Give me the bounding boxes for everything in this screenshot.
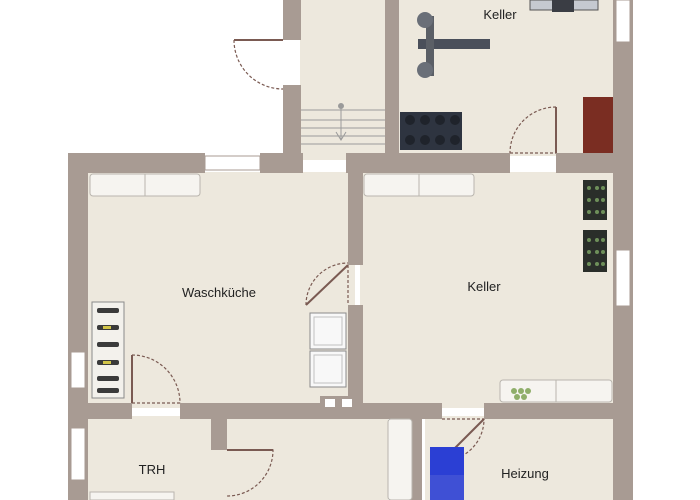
wall xyxy=(346,153,510,173)
shelf xyxy=(583,97,613,153)
room-label-keller-top: Keller xyxy=(483,7,517,22)
window xyxy=(70,351,86,389)
door xyxy=(131,354,181,404)
room-labels: Keller Waschküche Keller TRH Heizung xyxy=(139,7,549,481)
sink-icon xyxy=(320,396,356,410)
cabinets xyxy=(89,173,613,500)
window xyxy=(615,249,631,307)
room-label-trh: TRH xyxy=(139,462,166,477)
heater-icon xyxy=(430,447,464,500)
wall xyxy=(260,153,303,173)
windows xyxy=(70,0,631,481)
wall xyxy=(385,0,399,160)
window xyxy=(70,427,86,481)
wall xyxy=(68,403,132,419)
potted-plants-icon xyxy=(511,388,531,400)
window xyxy=(204,155,261,171)
wall xyxy=(283,0,301,40)
wine-rack-icon xyxy=(583,180,607,272)
window xyxy=(615,0,631,43)
room-label-heizung: Heizung xyxy=(501,466,549,481)
room-label-waschkueche: Waschküche xyxy=(182,285,256,300)
wall xyxy=(211,403,227,450)
washing-machine-icon xyxy=(309,312,347,388)
dumbbell-rack-icon xyxy=(400,112,462,150)
staircase xyxy=(301,103,385,145)
room-label-keller-main: Keller xyxy=(467,279,501,294)
wall xyxy=(68,153,205,173)
cabinet xyxy=(387,418,413,500)
door xyxy=(509,106,557,154)
wall xyxy=(556,153,633,173)
door xyxy=(305,262,349,306)
floor-keller-main xyxy=(360,172,615,408)
door-leaf xyxy=(305,264,349,306)
wall xyxy=(348,305,363,408)
wall xyxy=(348,153,363,265)
shoe-rack-icon xyxy=(91,301,125,399)
floor-areas xyxy=(88,0,615,500)
wall xyxy=(283,85,301,173)
floor-trh xyxy=(88,416,388,500)
fitness-equipment-icon xyxy=(417,0,599,78)
door xyxy=(233,39,284,90)
wall xyxy=(484,403,633,419)
wall xyxy=(180,403,442,419)
shelf-trh-icon xyxy=(89,491,175,500)
